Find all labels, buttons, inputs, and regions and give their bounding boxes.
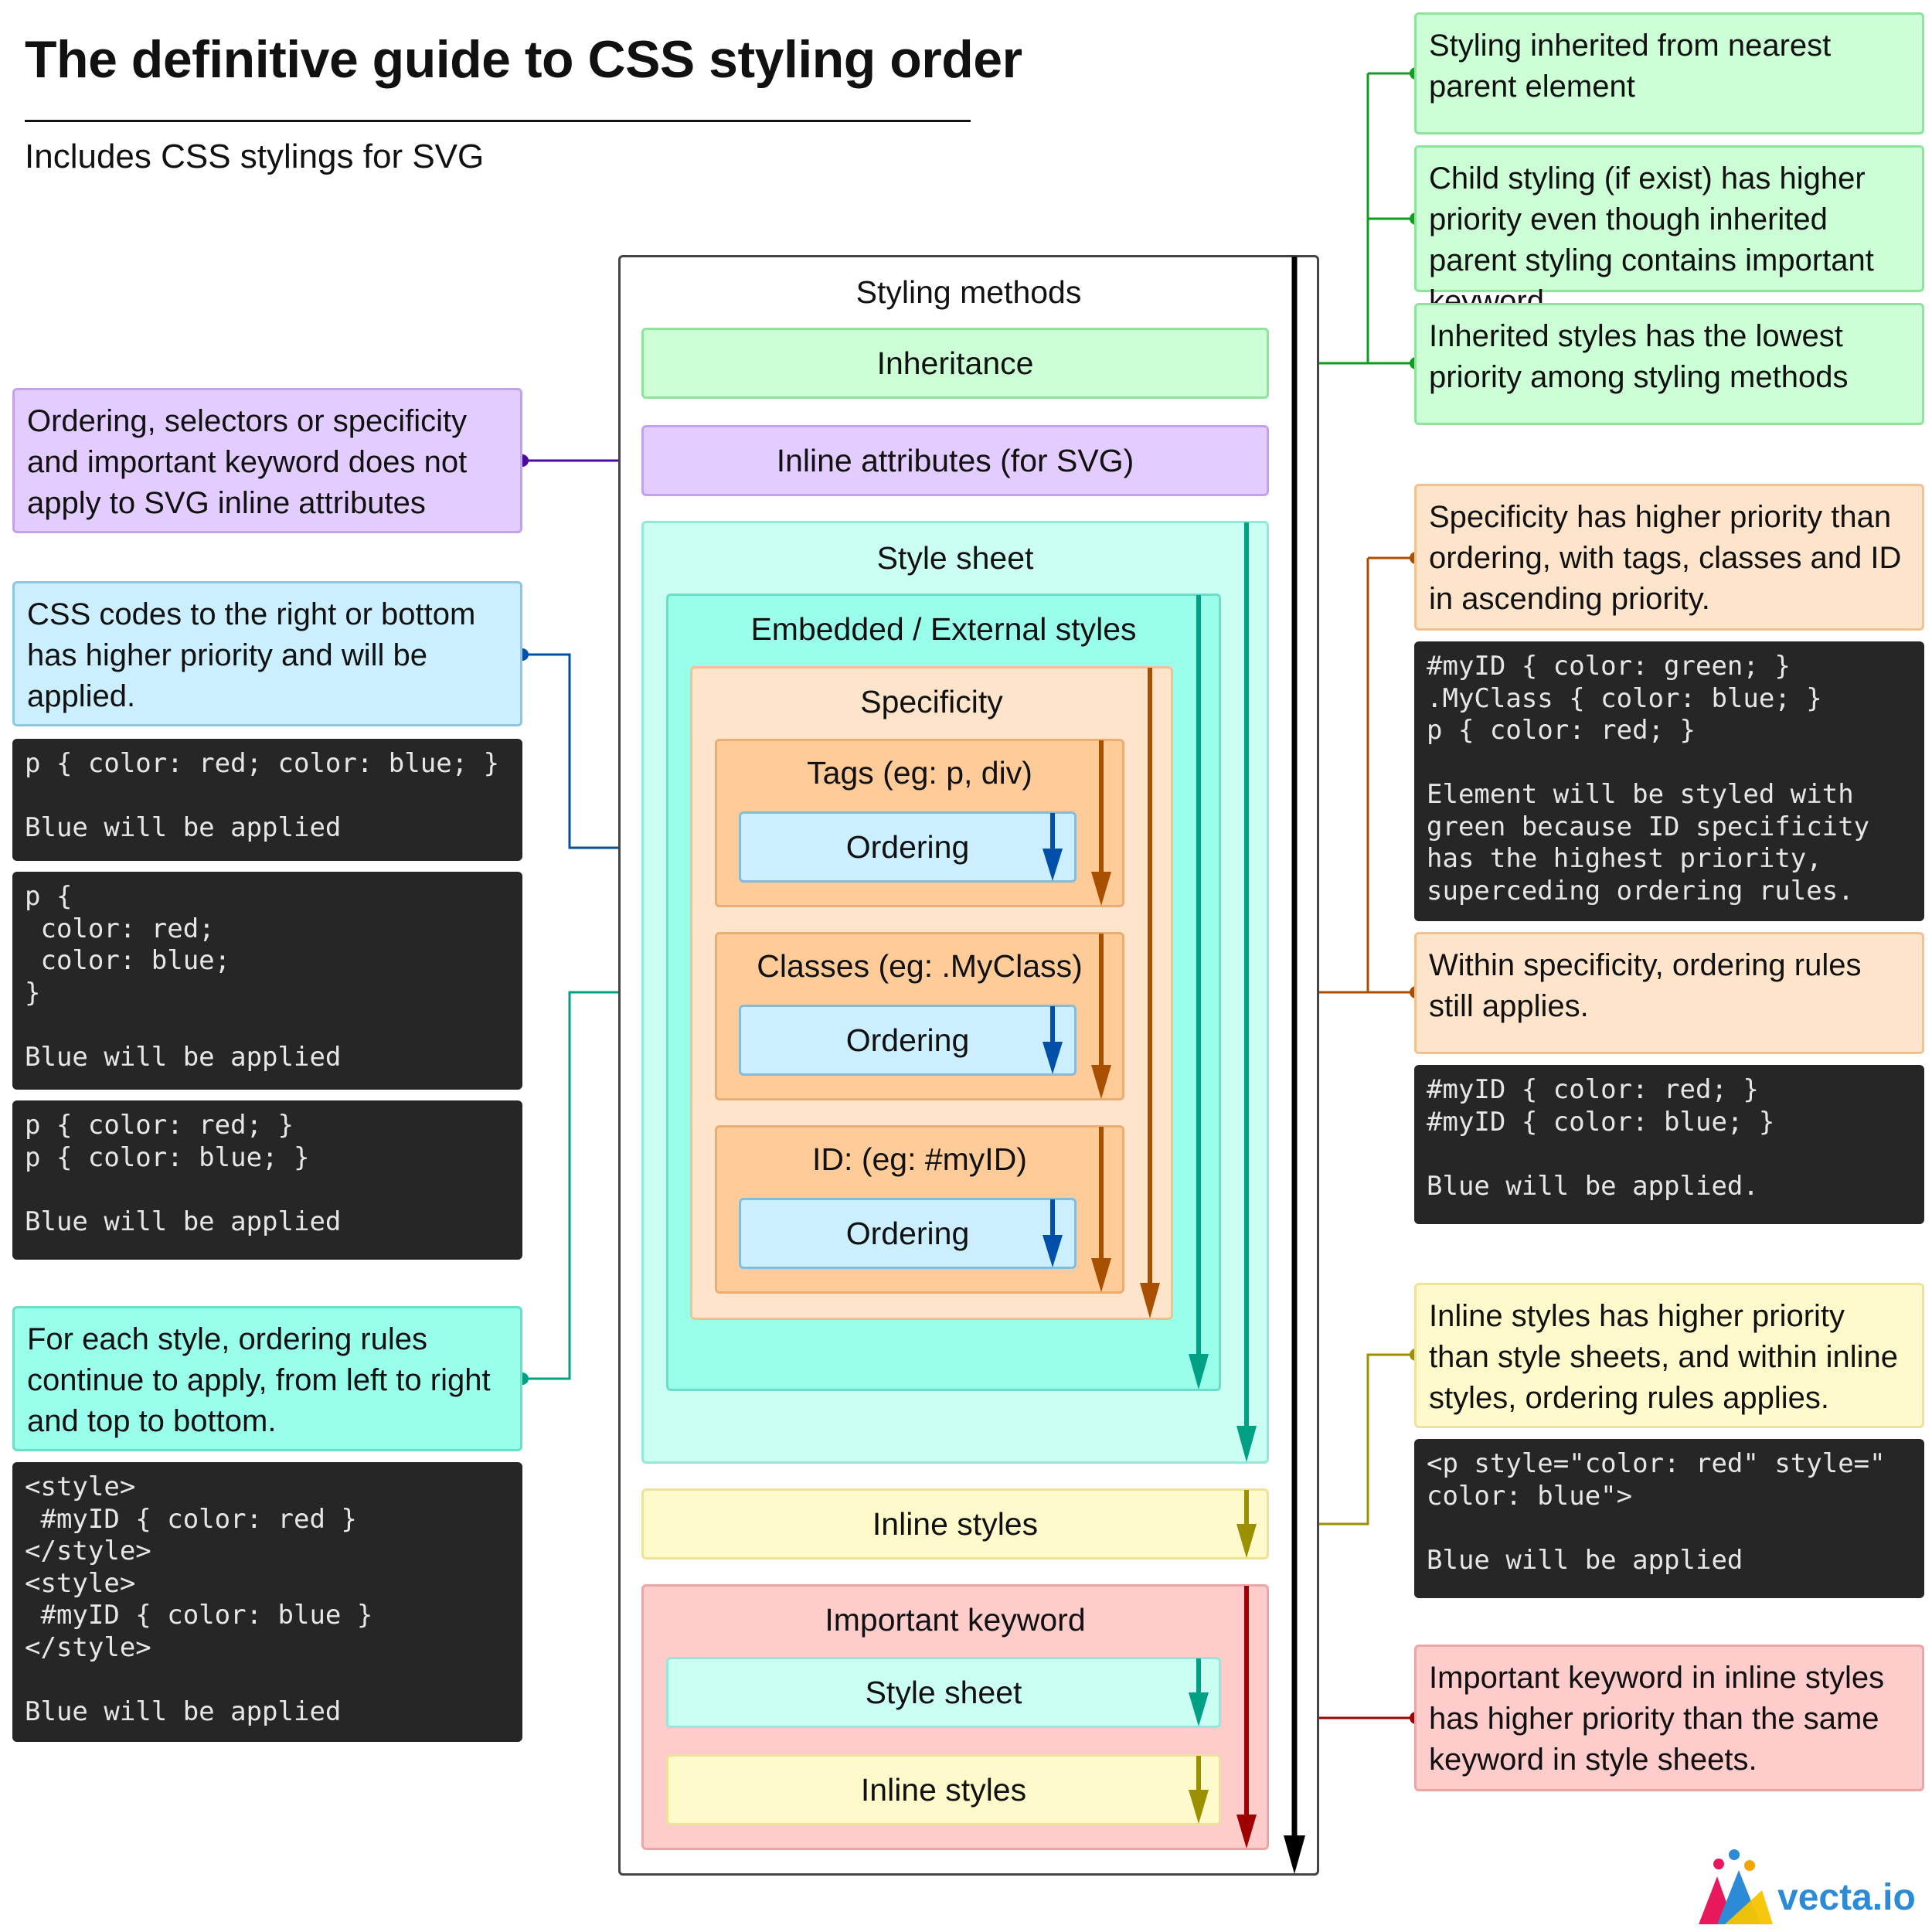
note-svg-attributes: Ordering, selectors or specificity and i…: [12, 388, 522, 533]
important-keyword-label: Important keyword: [825, 1602, 1086, 1638]
code-within-specificity: #myID { color: red; } #myID { color: blu…: [1414, 1065, 1924, 1224]
overall-priority-arrowhead: [1284, 1835, 1305, 1874]
code-specificity: #myID { color: green; } .MyClass { color…: [1414, 641, 1924, 921]
vecta-logo-text: vecta.io: [1777, 1877, 1916, 1918]
style-sheet-label: Style sheet: [876, 540, 1034, 576]
inline-attributes-label: Inline attributes (for SVG): [776, 442, 1134, 478]
title-divider: [25, 120, 971, 122]
note-important-inline: Important keyword in inline styles has h…: [1414, 1645, 1924, 1791]
important-style-sheet-box: Style sheet: [666, 1657, 1221, 1728]
inheritance-label: Inheritance: [876, 345, 1034, 381]
ordering-label: Ordering: [845, 828, 970, 865]
styling-methods-label: Styling methods: [855, 274, 1082, 310]
note-within-specificity: Within specificity, ordering rules still…: [1414, 932, 1924, 1054]
code-multi-line: p { color: red; color: blue; } Blue will…: [12, 872, 522, 1090]
embedded-external-label: Embedded / External styles: [750, 611, 1137, 647]
note-inline-priority: Inline styles has higher priority than s…: [1414, 1283, 1924, 1428]
code-style-tags: <style> #myID { color: red } </style> <s…: [12, 1462, 522, 1742]
classes-label: Classes (eg: .MyClass): [757, 948, 1083, 984]
inline-styles-box: Inline styles: [641, 1488, 1269, 1560]
note-lowest-priority: Inherited styles has the lowest priority…: [1414, 303, 1924, 425]
vecta-logo-icon: [1699, 1849, 1773, 1924]
note-right-bottom-priority: CSS codes to the right or bottom has hig…: [12, 581, 522, 726]
id-label: ID: (eg: #myID): [812, 1141, 1027, 1177]
note-each-style-ordering: For each style, ordering rules continue …: [12, 1306, 522, 1451]
ordering-label: Ordering: [845, 1215, 970, 1251]
important-inline-styles-label: Inline styles: [860, 1771, 1027, 1808]
note-inherited-nearest: Styling inherited from nearest parent el…: [1414, 12, 1924, 134]
code-inline: <p style="color: red" style=" color: blu…: [1414, 1439, 1924, 1598]
page-subtitle: Includes CSS stylings for SVG: [25, 138, 485, 175]
inline-styles-label: Inline styles: [872, 1505, 1039, 1542]
inline-attributes-box: Inline attributes (for SVG): [641, 425, 1269, 496]
important-inline-styles-box: Inline styles: [666, 1754, 1221, 1825]
tags-ordering-box: Ordering: [739, 811, 1077, 883]
page-title: The definitive guide to CSS styling orde…: [25, 30, 1022, 89]
important-style-sheet-label: Style sheet: [865, 1674, 1022, 1710]
note-child-styling: Child styling (if exist) has higher prio…: [1414, 145, 1924, 318]
specificity-label: Specificity: [860, 684, 1003, 719]
inheritance-box: Inheritance: [641, 328, 1269, 399]
tags-label: Tags (eg: p, div): [807, 755, 1032, 791]
ordering-label: Ordering: [845, 1022, 970, 1058]
id-ordering-box: Ordering: [739, 1198, 1077, 1269]
code-one-line: p { color: red; color: blue; } Blue will…: [12, 739, 522, 861]
classes-ordering-box: Ordering: [739, 1005, 1077, 1076]
code-two-rules: p { color: red; } p { color: blue; } Blu…: [12, 1100, 522, 1260]
note-specificity-priority: Specificity has higher priority than ord…: [1414, 484, 1924, 631]
